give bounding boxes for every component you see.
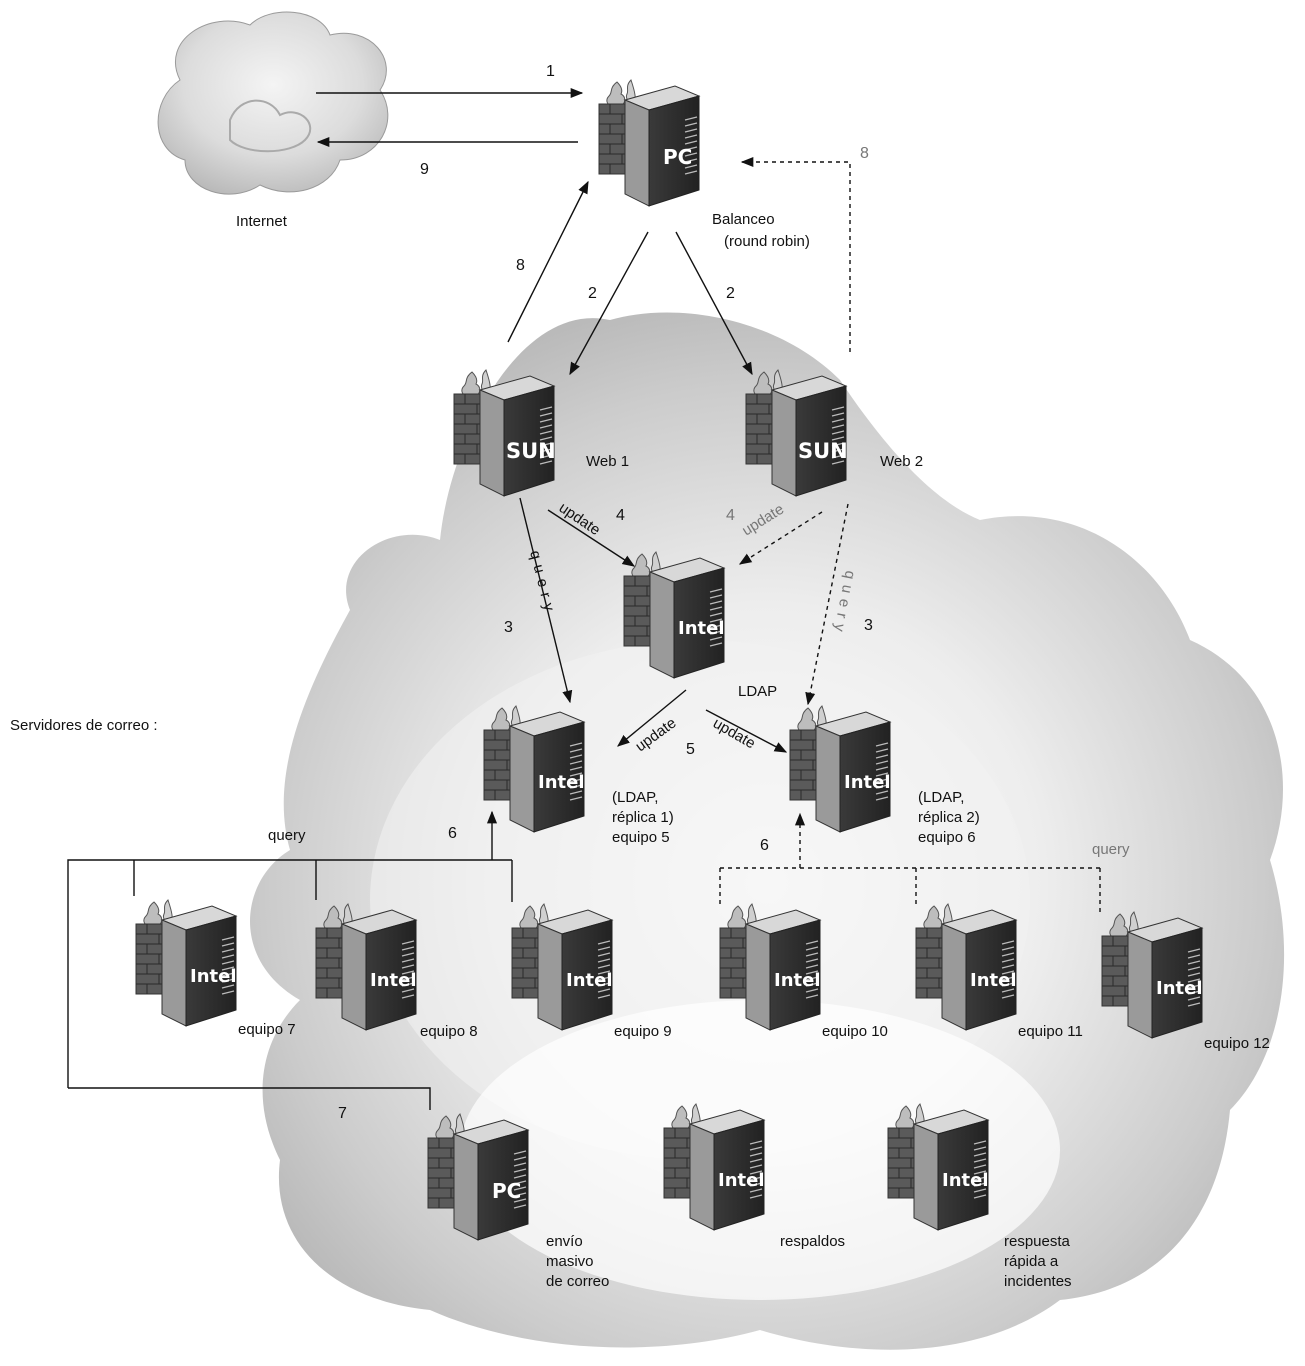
server-badge: SUN — [798, 439, 848, 463]
server-badge: Intel — [190, 966, 237, 987]
replica2-label-line3: equipo 6 — [918, 829, 976, 846]
equipo9-label: equipo 9 — [614, 1023, 672, 1040]
server-badge: SUN — [506, 439, 556, 463]
arrow-web2-update-ldap — [738, 511, 823, 565]
server-badge: Intel — [370, 970, 417, 991]
mass-mail-label-line1: envío — [546, 1233, 583, 1250]
balancer-label: Balanceo — [712, 211, 775, 228]
internet-cloud-icon: Internet — [157, 11, 389, 230]
arrow-web1-update-ldap — [547, 509, 636, 567]
replica2-label-line2: réplica 2) — [918, 809, 980, 826]
ldap-server: Intel — [623, 551, 725, 679]
server-badge: PC — [492, 1179, 521, 1203]
replica2-label-line1: (LDAP, — [918, 789, 964, 806]
equipo10-server: Intel — [719, 903, 821, 1031]
mail-servers-label: Servidores de correo : — [10, 717, 158, 734]
step-2-right-label: 2 — [726, 285, 735, 302]
step-1-label: 1 — [546, 63, 555, 80]
step-4-left-label: 4 — [616, 507, 625, 524]
equipo10-label: equipo 10 — [822, 1023, 888, 1040]
network-cloud-background — [250, 312, 1285, 1350]
server-badge: Intel — [718, 1170, 765, 1191]
mass-mail-label-line2: masivo — [546, 1253, 594, 1270]
replica1-label-line3: equipo 5 — [612, 829, 670, 846]
replica1-label-line2: réplica 1) — [612, 809, 674, 826]
query-label-right: query — [1092, 841, 1130, 858]
bus-left — [67, 859, 512, 1088]
backup-label: respaldos — [780, 1233, 845, 1250]
arrow-balancer-to-web2 — [675, 231, 753, 376]
arrow-ldap-update-replica1 — [617, 689, 687, 747]
replica1-server: Intel — [483, 705, 585, 833]
step-3-right-label: 3 — [864, 617, 873, 634]
step-9-label: 9 — [420, 161, 429, 178]
web1-label: Web 1 — [586, 453, 629, 470]
web2-label: Web 2 — [880, 453, 923, 470]
replica1-label-line1: (LDAP, — [612, 789, 658, 806]
web1-server: SUN — [453, 369, 556, 497]
step-4-right-label: 4 — [726, 507, 735, 524]
server-badge: Intel — [678, 618, 725, 639]
arrow-web1-query-replica1 — [519, 497, 573, 704]
server-badge: Intel — [1156, 978, 1203, 999]
step-6-right-label: 6 — [760, 837, 769, 854]
equipo7-server: Intel — [135, 899, 237, 1027]
server-badge: Intel — [774, 970, 821, 991]
arrow-ldap-update-replica2 — [705, 709, 788, 753]
web2-server: SUN — [745, 369, 848, 497]
equipo11-label: equipo 11 — [1018, 1023, 1083, 1040]
step-3-left-label: 3 — [504, 619, 513, 636]
arrow-web1-to-balancer — [507, 180, 589, 343]
incident-label-line1: respuesta — [1004, 1233, 1071, 1250]
ldap-label: LDAP — [738, 683, 777, 700]
backup-server: Intel — [663, 1103, 765, 1231]
equipo12-label: equipo 12 — [1204, 1035, 1270, 1052]
incident-server: Intel — [887, 1103, 989, 1231]
balancer-sublabel: (round robin) — [724, 233, 810, 250]
server-badge: Intel — [538, 772, 585, 793]
replica2-server: Intel — [789, 705, 891, 833]
step-5-label: 5 — [686, 741, 695, 758]
equipo7-label: equipo 7 — [238, 1021, 296, 1038]
server-badge: Intel — [942, 1170, 989, 1191]
step-8-right-label: 8 — [860, 145, 869, 162]
link-mass-mail — [68, 1087, 431, 1110]
mass-mail-label-line3: de correo — [546, 1273, 609, 1290]
mass-mail-server: PC — [427, 1113, 529, 1241]
server-badge: PC — [663, 145, 692, 169]
server-badge: Intel — [844, 772, 891, 793]
balancer-server: PC — [598, 79, 700, 207]
equipo8-label: equipo 8 — [420, 1023, 478, 1040]
server-icon — [598, 79, 700, 207]
internet-label: Internet — [236, 213, 288, 230]
equipo9-server: Intel — [511, 903, 613, 1031]
equipo8-server: Intel — [315, 903, 417, 1031]
equipo11-server: Intel — [915, 903, 1017, 1031]
server-badge: Intel — [566, 970, 613, 991]
step-7-label: 7 — [338, 1105, 347, 1122]
step-8-left-label: 8 — [516, 257, 525, 274]
incident-label-line2: rápida a — [1004, 1253, 1059, 1270]
equipo12-server: Intel — [1101, 911, 1203, 1039]
server-icon — [135, 899, 237, 1027]
incident-label-line3: incidentes — [1004, 1273, 1072, 1290]
step-2-left-label: 2 — [588, 285, 597, 302]
step-6-left-label: 6 — [448, 825, 457, 842]
server-badge: Intel — [970, 970, 1017, 991]
query-label-left: query — [268, 827, 306, 844]
arrow-balancer-to-web1 — [569, 231, 649, 376]
arrow-web2-to-balancer — [740, 156, 851, 352]
arrow-web2-query-replica2 — [805, 503, 849, 706]
